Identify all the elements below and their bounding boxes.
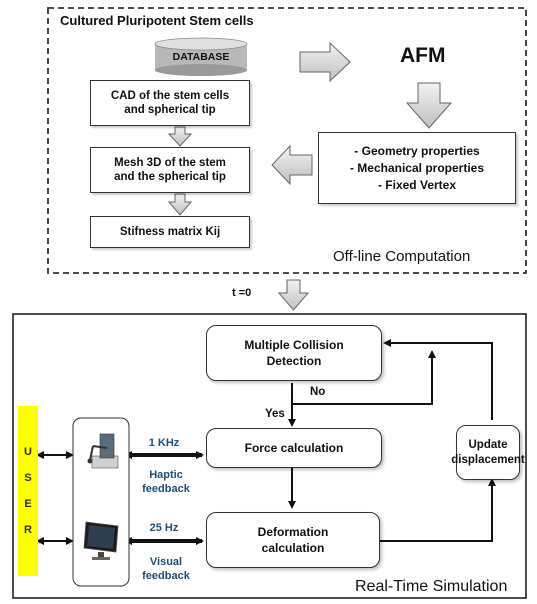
haptic-line-2: feedback (142, 483, 190, 495)
mesh-line-1: Mesh 3D of the stem (114, 157, 226, 169)
user-letter-r: R (24, 524, 32, 536)
haptic-feedback-label: Haptic feedback (136, 468, 196, 496)
stiffness-label: Stifness matrix Kij (119, 226, 221, 238)
update-line-1: Update (468, 438, 508, 451)
props-line-1: - Geometry properties (354, 143, 480, 158)
block-arrow-mesh-stiff (167, 193, 193, 216)
properties-box: - Geometry properties - Mechanical prope… (318, 132, 516, 204)
visual-line-1: Visual (149, 556, 183, 568)
collision-line-1: Multiple Collision (244, 338, 344, 352)
user-bar: U S E R (18, 406, 38, 576)
collision-box: Multiple Collision Detection (206, 325, 382, 381)
block-arrow-left (271, 144, 313, 186)
block-arrow-transition (277, 279, 310, 311)
transition-label: t =0 (232, 287, 252, 299)
visual-line-2: feedback (142, 570, 190, 582)
collision-line-2: Detection (266, 354, 322, 368)
afm-label: AFM (400, 44, 446, 67)
haptic-line-1: Haptic (149, 469, 183, 481)
deformation-line-1: Deformation (257, 525, 329, 539)
update-line-2: displacement (451, 453, 525, 466)
mesh-line-2: and the spherical tip (114, 171, 226, 183)
offline-section-label: Off-line Computation (333, 248, 471, 265)
visual-feedback-label: Visual feedback (136, 555, 196, 583)
haptic-device-icon (87, 433, 119, 469)
block-arrow-cad-mesh (167, 126, 193, 147)
props-line-2: - Mechanical properties (349, 160, 485, 175)
database-label: DATABASE (172, 51, 230, 63)
user-letter-e: E (24, 498, 32, 510)
mesh-box: Mesh 3D of the stem and the spherical ti… (90, 147, 250, 193)
stiffness-box: Stifness matrix Kij (90, 216, 250, 248)
visual-rate: 25 Hz (149, 522, 179, 534)
user-letter-s: S (24, 472, 32, 484)
cad-box: CAD of the stem cells and spherical tip (90, 80, 250, 126)
realtime-section-label: Real-Time Simulation (355, 578, 508, 595)
haptic-rate: 1 KHz (148, 437, 180, 449)
cad-line-2: and spherical tip (124, 104, 216, 116)
force-box: Force calculation (206, 428, 382, 468)
user-letter-u: U (24, 446, 32, 458)
yes-label: Yes (265, 408, 285, 420)
update-box: Update displacement (451, 425, 525, 480)
cad-line-1: CAD of the stem cells (110, 90, 230, 102)
block-arrow-down (405, 82, 453, 129)
no-label: No (310, 386, 326, 398)
block-arrow-right (299, 41, 351, 83)
props-line-3: - Fixed Vertex (377, 177, 457, 192)
offline-title: Cultured Pluripotent Stem cells (60, 13, 254, 28)
devices-panel (72, 417, 130, 587)
deformation-line-2: calculation (261, 541, 325, 555)
deformation-box: Deformation calculation (206, 512, 380, 568)
monitor-icon (83, 521, 119, 560)
force-label: Force calculation (244, 441, 344, 455)
